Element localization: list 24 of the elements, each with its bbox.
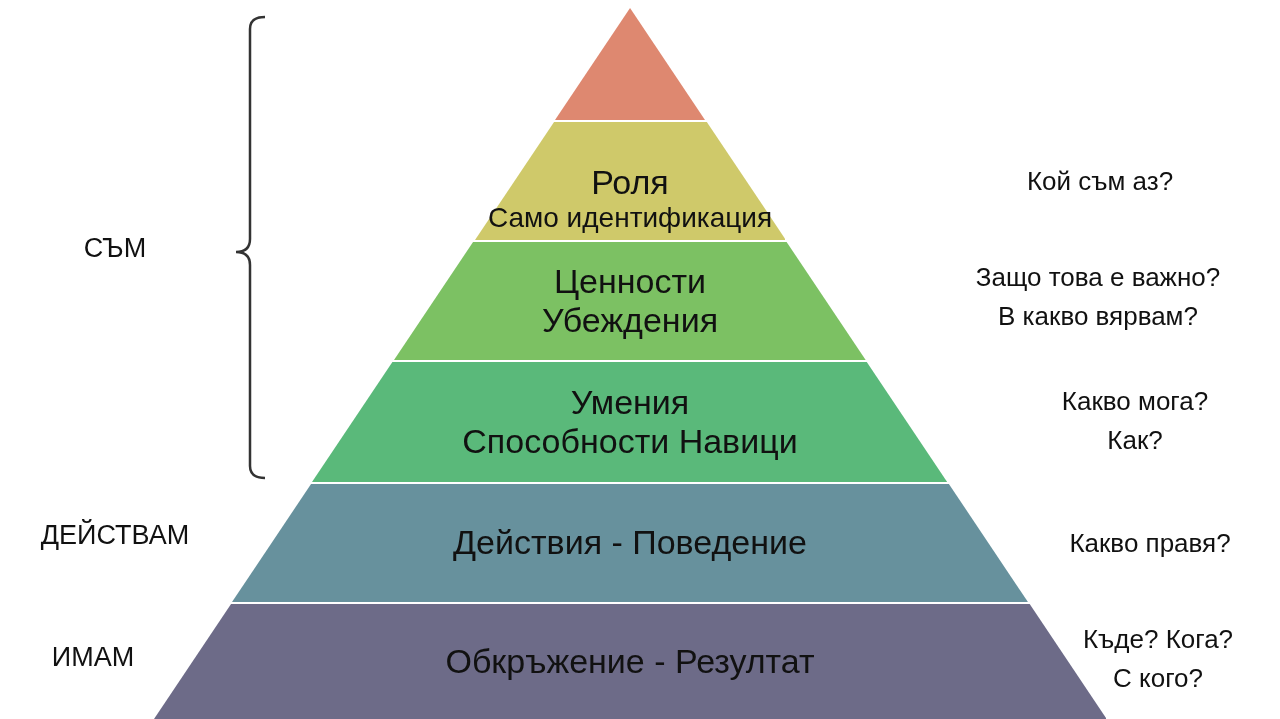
pyramid-band: [474, 122, 786, 240]
band-text: Обкръжение - Резултат: [445, 641, 815, 682]
band-text: Ценности: [553, 261, 707, 301]
level-label: ДЕЙСТВАМ: [40, 520, 190, 551]
pyramid-band: [394, 242, 866, 360]
level-label: СЪМ: [83, 233, 147, 264]
pyramid-band: [312, 362, 948, 482]
band-text: Способности Навици: [462, 422, 798, 462]
band-text: Само идентификация: [487, 201, 773, 234]
question-text: Какво мога?: [1061, 385, 1209, 418]
question-text: С кого?: [1113, 662, 1203, 695]
pyramid-band: [232, 484, 1028, 602]
band-text: Действия - Поведение: [453, 523, 807, 563]
question-text: Къде? Кога?: [1082, 623, 1234, 656]
band-text: Умения: [570, 382, 690, 422]
pyramid-apex: [554, 8, 706, 120]
level-label: Кой съм аз?: [1026, 166, 1174, 197]
question-text: Как?: [1107, 424, 1163, 457]
question-text: Какво правя?: [1069, 527, 1231, 560]
level-label: ИМАМ: [51, 642, 135, 673]
band-text: Роля: [591, 162, 669, 202]
question-text: В какво вярвам?: [998, 300, 1198, 333]
question-text: Защо това е важно?: [975, 261, 1221, 294]
band-text: Убеждения: [541, 301, 719, 341]
